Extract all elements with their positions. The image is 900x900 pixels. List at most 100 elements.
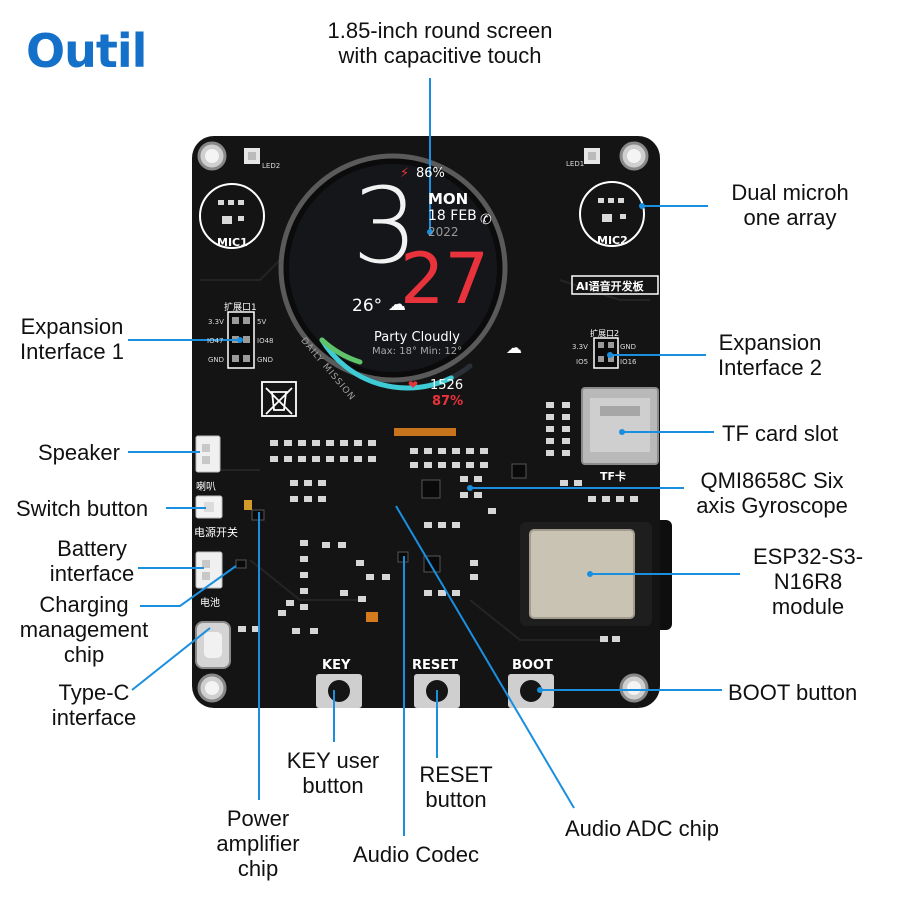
smd-passive (290, 480, 298, 486)
smd-passive (340, 456, 348, 462)
smd-passive (562, 426, 570, 432)
smd-passive (318, 480, 326, 486)
brand-logo: Outil (26, 24, 147, 78)
cloud-icon: ☁ (388, 294, 406, 315)
smd-passive (546, 402, 554, 408)
silk-h1-p1: 3.3V (208, 318, 224, 326)
smd-passive (300, 556, 308, 562)
smd-passive (382, 574, 390, 580)
smd-passive (368, 440, 376, 446)
smd-passive (366, 574, 374, 580)
smd-passive (474, 492, 482, 498)
smd-passive (298, 440, 306, 446)
silk-boot: BOOT (512, 658, 553, 673)
silk-h2-p3: IO5 (576, 358, 589, 366)
wf-battery: 86% (416, 166, 445, 181)
expansion-header-2 (593, 337, 619, 369)
wf-minmax: Max: 18° Min: 12° (372, 346, 463, 357)
wf-day: MON (428, 190, 469, 208)
silk-battery: 电池 (200, 598, 220, 609)
smd-passive (474, 476, 482, 482)
smd-passive (410, 462, 418, 468)
amber-cap (244, 500, 252, 510)
smd-passive (452, 590, 460, 596)
smd-passive (488, 508, 496, 514)
gyro-chip-small (511, 463, 527, 479)
wf-hour: 3 (352, 165, 419, 287)
flex-connector (394, 428, 456, 436)
smd-passive (612, 636, 620, 642)
silk-speaker: 喇叭 (196, 482, 216, 493)
wf-temp: 26° (352, 296, 383, 316)
smd-passive (312, 440, 320, 446)
label-switch: Switch button (16, 496, 149, 521)
smd-passive (588, 496, 596, 502)
smd-passive (424, 448, 432, 454)
smd-passive (340, 590, 348, 596)
smd-passive (452, 522, 460, 528)
leader-lines (128, 78, 740, 836)
smd-passive (300, 540, 308, 546)
screen-display (289, 164, 497, 372)
smd-passive (284, 440, 292, 446)
silk-key: KEY (322, 658, 351, 673)
smd-passive (470, 574, 478, 580)
label-speaker: Speaker (38, 440, 120, 465)
smd-passive (338, 542, 346, 548)
silk-ai: AI语音开发板 (576, 280, 644, 293)
smd-passive (470, 560, 478, 566)
smd-passive (600, 636, 608, 642)
smd-passive (300, 588, 308, 594)
smd-passive (300, 604, 308, 610)
silk-h1-p2: 5V (257, 318, 267, 326)
buttons (316, 674, 554, 708)
smd-passive (290, 496, 298, 502)
smd-passive (562, 414, 570, 420)
smd-passive (278, 610, 286, 616)
smd-passive (304, 496, 312, 502)
smd-passive (358, 596, 366, 602)
smd-passive (616, 496, 624, 502)
silk-h2-p2: GND (620, 343, 637, 351)
smd-passive (562, 438, 570, 444)
smd-passive (318, 496, 326, 502)
smd-passive (284, 456, 292, 462)
smd-passive (354, 440, 362, 446)
smd-passive (310, 628, 318, 634)
smd-passive (270, 456, 278, 462)
silk-reset: RESET (412, 658, 459, 673)
wf-steps: 1526 (430, 378, 464, 393)
silk-mic2: MIC2 (597, 234, 628, 247)
smd-passive (574, 480, 582, 486)
ai-label-box (571, 275, 659, 295)
smd-passive (438, 448, 446, 454)
silk-h1-p4: IO48 (257, 337, 274, 345)
smd-passive (252, 626, 260, 632)
smd-passive (438, 590, 446, 596)
mission-arc-green (319, 337, 363, 365)
phone-icon: ✆ (480, 212, 492, 228)
label-codec: Audio Codec (353, 842, 479, 867)
smd-passive (322, 542, 330, 548)
silk-led2: LED2 (262, 162, 281, 170)
smd-passive (312, 456, 320, 462)
smd-passive (292, 628, 300, 634)
smd-passive (546, 426, 554, 432)
leader-charging (140, 565, 237, 607)
smd-passive (354, 456, 362, 462)
smd-passive (238, 626, 246, 632)
wf-date: 18 FEB (428, 208, 477, 224)
label-tf: TF card slot (722, 421, 839, 446)
smd-passive (286, 600, 294, 606)
silk-h1-p3: IO47 (207, 337, 224, 345)
smd-passive (270, 440, 278, 446)
smd-passive (326, 456, 334, 462)
